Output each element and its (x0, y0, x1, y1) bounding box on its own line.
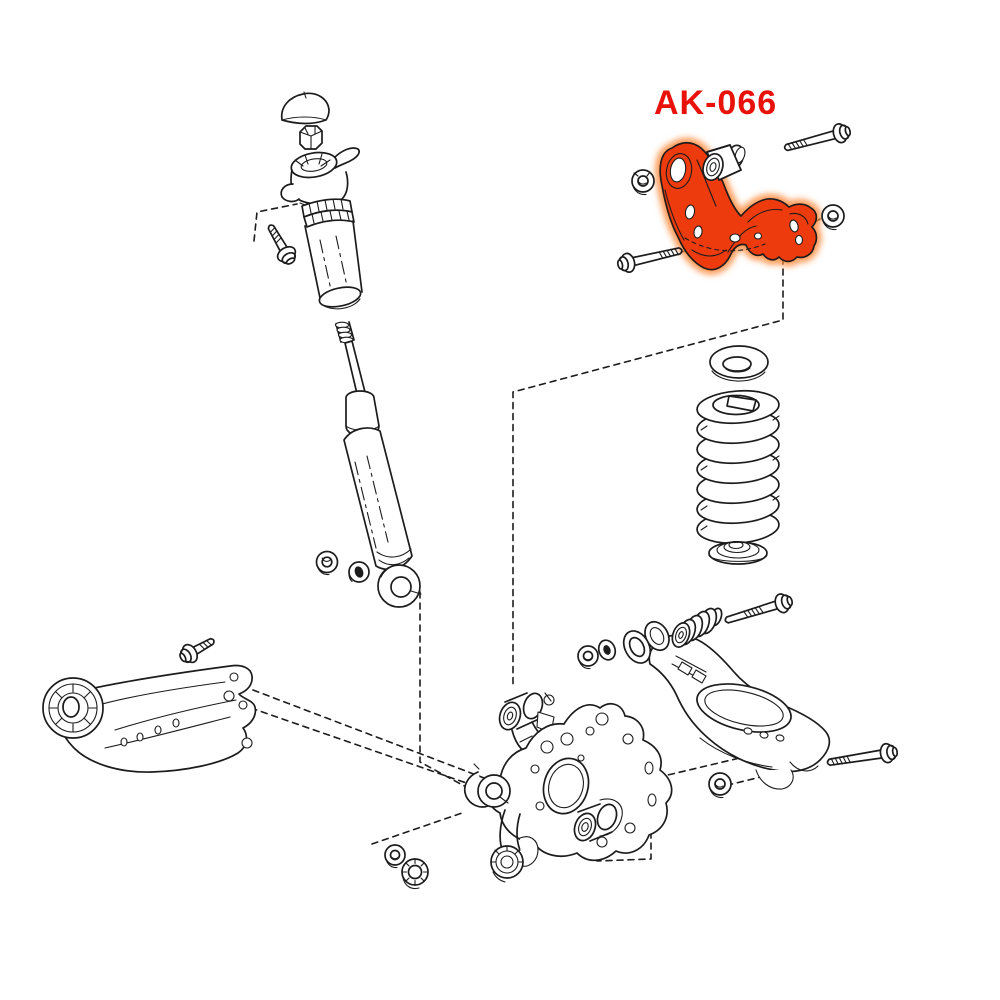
lower-arm-flange-nut (577, 645, 599, 670)
leader-strut-bolt (253, 203, 298, 242)
strut-upper-mount (280, 147, 360, 209)
leader-arm-to-spring-knuckle (512, 246, 784, 689)
lower-control-arm (622, 620, 831, 790)
upper-arm-nut-left (631, 169, 655, 196)
knuckle-ribbed-nut (401, 858, 429, 890)
leader-knuckle-to-lower-arm (596, 747, 783, 862)
shock-mount-nut (315, 550, 339, 576)
shock-mount-washer (348, 561, 370, 583)
knuckle-flange-nut (384, 844, 406, 869)
shock-absorber (334, 321, 422, 608)
leader-trailing-arm-1 (252, 689, 493, 782)
strut-mount-nut (299, 125, 323, 150)
lower-arm-bolt-front (724, 593, 794, 624)
upper-control-arm (655, 137, 822, 275)
part-label: AK-066 (654, 84, 778, 122)
upper-arm-bolt-rear (783, 123, 852, 152)
spring-upper-insulator (709, 345, 769, 382)
leader-trailing-arm-2 (250, 707, 499, 795)
strut-top-cap (280, 91, 330, 125)
lower-arm-washer (597, 639, 617, 661)
rear-knuckle (463, 692, 673, 883)
leader-shock-to-knuckle (419, 591, 469, 789)
upper-arm-bolt-front (616, 247, 683, 273)
coil-spring (696, 389, 780, 545)
trailing-arm (42, 664, 257, 773)
strut-mount-bolt (267, 224, 297, 265)
lower-arm-bushing (671, 607, 723, 648)
leader-knuckle-nuts (371, 812, 463, 845)
lower-arm-nut (708, 772, 732, 799)
upper-arm-bushing (702, 144, 746, 182)
spring-lower-insulator (708, 540, 768, 565)
lower-arm-bolt-rear (826, 742, 899, 767)
upper-arm-nut-right (821, 204, 845, 231)
strut-dust-boot (301, 198, 363, 310)
trailing-arm-bolt (179, 637, 215, 664)
